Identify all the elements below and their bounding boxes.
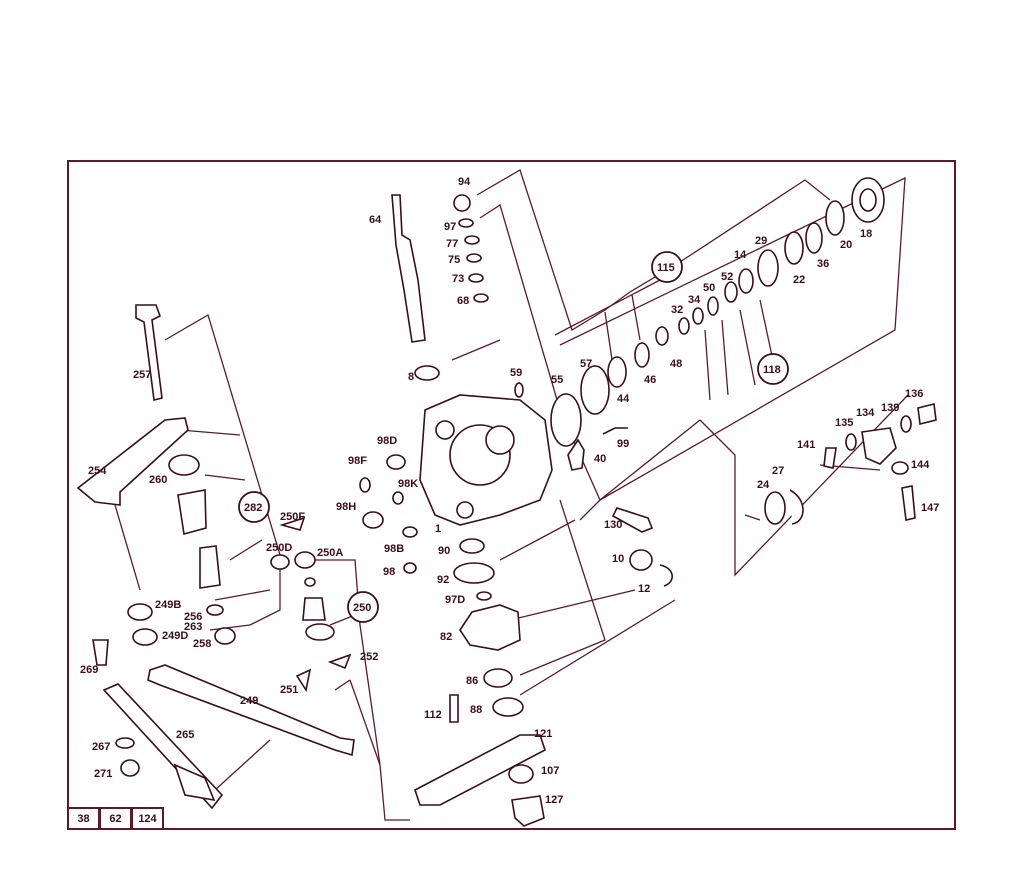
- label-267: 267: [92, 741, 110, 753]
- label-34: 34: [688, 294, 701, 306]
- label-77: 77: [446, 238, 458, 250]
- label-98H: 98H: [336, 501, 356, 513]
- label-8: 8: [408, 371, 414, 383]
- label-127: 127: [545, 794, 563, 806]
- label-48: 48: [670, 358, 682, 370]
- label-252: 252: [360, 651, 378, 663]
- label-86: 86: [466, 675, 478, 687]
- label-98D: 98D: [377, 435, 397, 447]
- label-147: 147: [921, 502, 939, 514]
- label-98B: 98B: [384, 543, 404, 555]
- callout-labels: 94 97 77 75 73 68 64 8 59 55 57 44 46 48…: [80, 176, 939, 806]
- label-40: 40: [594, 453, 606, 465]
- label-249B: 249B: [155, 599, 181, 611]
- callout-circle-250: [347, 591, 379, 623]
- label-258: 258: [193, 638, 211, 650]
- label-254: 254: [88, 465, 107, 477]
- callout-circle-118: [757, 353, 789, 385]
- label-98: 98: [383, 566, 395, 578]
- label-141: 141: [797, 439, 815, 451]
- label-1: 1: [435, 523, 441, 535]
- label-107: 107: [541, 765, 559, 777]
- label-256: 256: [184, 611, 202, 623]
- label-282: 282: [244, 502, 262, 514]
- label-46: 46: [644, 374, 656, 386]
- label-88: 88: [470, 704, 482, 716]
- reference-box-2: 62: [99, 807, 132, 830]
- label-115: 115: [657, 262, 675, 274]
- label-20: 20: [840, 239, 852, 251]
- reference-box-1: 38: [67, 807, 100, 830]
- label-92: 92: [437, 574, 449, 586]
- label-68: 68: [457, 295, 469, 307]
- label-257: 257: [133, 369, 151, 381]
- label-250D: 250D: [266, 542, 292, 554]
- label-29: 29: [755, 235, 767, 247]
- label-82: 82: [440, 631, 452, 643]
- label-135: 135: [835, 417, 853, 429]
- label-14: 14: [734, 249, 747, 261]
- label-260: 260: [149, 474, 167, 486]
- label-59: 59: [510, 367, 522, 379]
- label-98F: 98F: [348, 455, 367, 467]
- label-134: 134: [856, 407, 875, 419]
- label-97D: 97D: [445, 594, 465, 606]
- idler-arm-part: [76, 417, 189, 506]
- label-57: 57: [580, 358, 592, 370]
- valve-cluster-part: [861, 427, 897, 465]
- label-112: 112: [424, 709, 442, 721]
- label-18: 18: [860, 228, 872, 240]
- reference-box-3: 124: [131, 807, 164, 830]
- label-144: 144: [911, 459, 930, 471]
- callout-circle-115: [651, 251, 683, 283]
- label-121: 121: [534, 728, 552, 740]
- label-55: 55: [551, 374, 563, 386]
- callout-circles: [238, 251, 789, 623]
- pitman-arm-part: [414, 734, 546, 806]
- label-250: 250: [353, 602, 371, 614]
- label-44: 44: [617, 393, 630, 405]
- label-249D: 249D: [162, 630, 188, 642]
- label-136: 136: [905, 388, 923, 400]
- part-shapes: [76, 177, 937, 827]
- bolt-part: [135, 304, 163, 401]
- valve-body-part: [459, 604, 521, 651]
- label-75: 75: [448, 254, 460, 266]
- label-130: 130: [604, 519, 622, 531]
- nut-part: [453, 194, 471, 212]
- label-265: 265: [176, 729, 194, 741]
- label-97: 97: [444, 221, 456, 233]
- tie-rod-part: [147, 664, 355, 757]
- label-64: 64: [369, 214, 382, 226]
- callout-circle-282: [238, 491, 270, 523]
- label-249: 249: [240, 695, 258, 707]
- leader-lines: [114, 169, 909, 821]
- label-98K: 98K: [398, 478, 418, 490]
- label-271: 271: [94, 768, 112, 780]
- seal-ring-part: [414, 365, 440, 381]
- label-251: 251: [280, 684, 298, 696]
- label-52: 52: [721, 271, 733, 283]
- label-22: 22: [793, 274, 805, 286]
- label-50: 50: [703, 282, 715, 294]
- label-24: 24: [757, 479, 770, 491]
- shaft-part: [391, 194, 426, 343]
- label-139: 139: [881, 402, 899, 414]
- label-269: 269: [80, 664, 98, 676]
- label-27: 27: [772, 465, 784, 477]
- label-263: 263: [184, 621, 202, 633]
- label-118: 118: [763, 364, 781, 376]
- label-32: 32: [671, 304, 683, 316]
- label-36: 36: [817, 258, 829, 270]
- label-250A: 250A: [317, 547, 343, 559]
- label-99: 99: [617, 438, 629, 450]
- label-250F: 250F: [280, 511, 305, 523]
- label-73: 73: [452, 273, 464, 285]
- label-12: 12: [638, 583, 650, 595]
- label-10: 10: [612, 553, 624, 565]
- label-90: 90: [438, 545, 450, 557]
- label-94: 94: [458, 176, 471, 188]
